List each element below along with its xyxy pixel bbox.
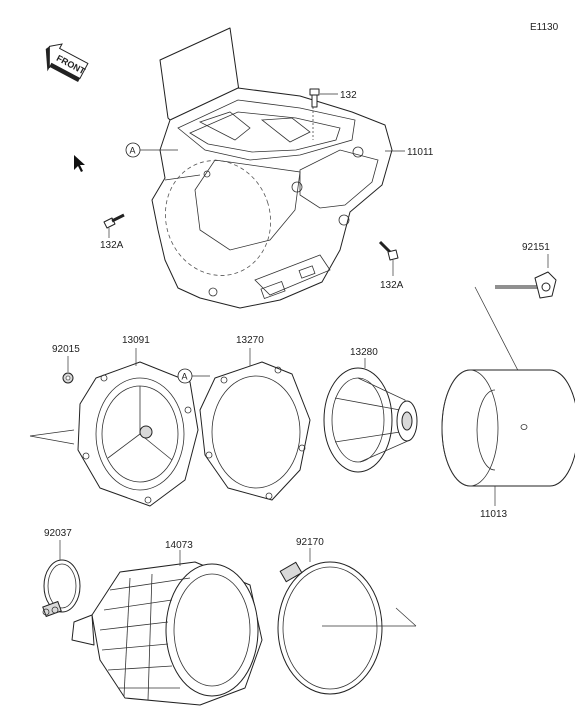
airbox-cover-13091: 13091 [77, 335, 199, 507]
label-92170: 92170 [296, 537, 324, 548]
label-11011: 11011 [407, 147, 434, 158]
screw-92015: 92015 [52, 344, 80, 384]
bolt-132: 132 [309, 88, 357, 140]
label-13270: 13270 [236, 335, 264, 346]
callout-a-cover: A [177, 368, 210, 384]
air-filter-11013: 11013 [441, 369, 575, 520]
bolt-132a-left: 132A [100, 213, 125, 251]
intake-duct-14073: 14073 [71, 540, 263, 706]
bolt-132a-right: 132A [378, 240, 404, 291]
label-132a-right: 132A [380, 280, 404, 291]
label-13280: 13280 [350, 347, 378, 358]
label-132: 132 [340, 90, 357, 101]
svg-text:A: A [130, 146, 136, 156]
wing-bolt-92151: 92151 [495, 242, 557, 299]
band-92170: 92170 [277, 537, 383, 695]
gasket-13270: 13270 [199, 335, 311, 501]
filter-holder-13280: 13280 [323, 347, 418, 473]
label-14073: 14073 [165, 540, 193, 551]
label-92151: 92151 [522, 242, 550, 253]
label-11013: 11013 [480, 509, 508, 520]
leader-left-13091 [29, 429, 75, 437]
clamp-92037: 92037 [42, 528, 81, 618]
callout-a-housing: A [125, 142, 178, 158]
label-92015: 92015 [52, 344, 80, 355]
label-13091: 13091 [122, 335, 150, 346]
figure-code: E1130 [530, 22, 559, 33]
label-132a-left: 132A [100, 240, 124, 251]
mouse-pointer-icon [74, 155, 85, 172]
svg-text:A: A [182, 372, 188, 382]
front-arrow: FRONT [45, 43, 89, 82]
label-92037: 92037 [44, 528, 72, 539]
airbox-housing [151, 27, 393, 309]
